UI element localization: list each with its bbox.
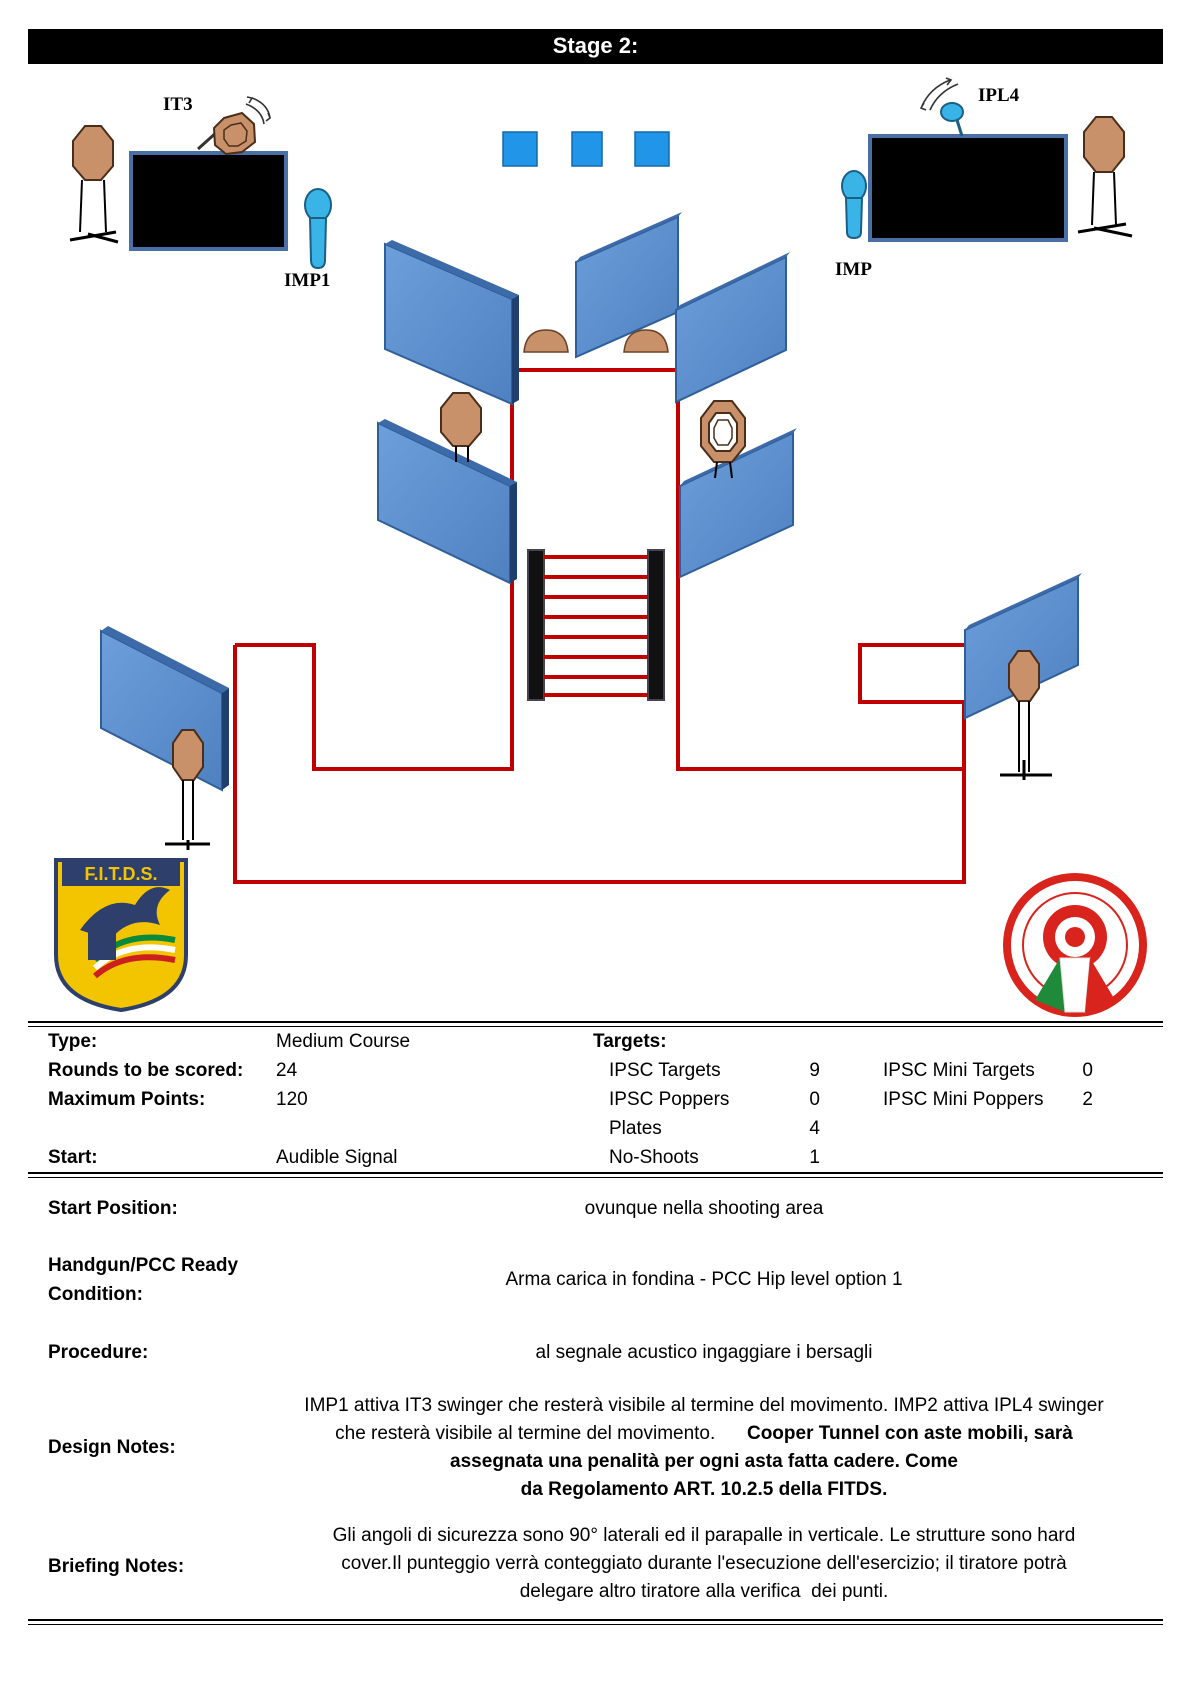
rounds-value: 24: [276, 1060, 298, 1081]
briefing-notes: Gli angoli di sicurezza sono 90° lateral…: [270, 1522, 1138, 1606]
ipl4-swinger-plate: [940, 102, 964, 122]
ipsc-targets-label: IPSC Targets: [609, 1060, 721, 1081]
label-imp1: IMP1: [284, 270, 330, 291]
mini-targets-value: 0: [1082, 1060, 1093, 1081]
label-it3: IT3: [163, 94, 193, 115]
design-line-3: assegnata una penalità per ogni asta fat…: [450, 1451, 958, 1472]
procedure-label: Procedure:: [48, 1342, 149, 1363]
design-line-2-plain: che resterà visibile al termine del movi…: [335, 1423, 716, 1444]
ipsc-targets: [69, 116, 1133, 850]
plates-value: 4: [809, 1118, 820, 1139]
ipsc-target-top-left: [69, 125, 119, 244]
no-shoot-target: [700, 400, 746, 479]
fault-line-outer: [233, 368, 966, 884]
stage-diagram: IT3 IMP1 IPL4 IMP F.I.T.D.S.: [54, 77, 1147, 1017]
ipsc-target-middle-left: [440, 392, 482, 462]
plate-3: [634, 131, 670, 167]
stage-title: Stage 2:: [552, 32, 639, 58]
bottom-rule-1: [28, 1619, 1163, 1621]
design-line-2-bold: Cooper Tunnel con aste mobili, sarà: [746, 1423, 1073, 1444]
tunnel-post-left: [527, 549, 545, 701]
swinger-box-right: [868, 77, 1068, 242]
imp1-mini-popper: [304, 188, 332, 270]
start-value: Audible Signal: [276, 1147, 398, 1168]
rounds-label: Rounds to be scored:: [48, 1060, 244, 1081]
ipsc-target-bottom-left: [165, 729, 210, 850]
ready-value: Arma carica in fondina - PCC Hip level o…: [505, 1269, 903, 1290]
briefing-line-3: delegare altro tiratore alla verifica de…: [519, 1581, 889, 1602]
fitds-logo: F.I.T.D.S.: [54, 858, 188, 1013]
design-label: Design Notes:: [48, 1437, 176, 1458]
label-ipl4: IPL4: [978, 85, 1020, 106]
type-label: Type:: [48, 1031, 98, 1052]
academy-logo: [1003, 873, 1147, 1017]
targets-label: Targets:: [593, 1031, 667, 1052]
design-line-2: che resterà visibile al termine del movi…: [270, 1420, 1138, 1448]
briefing-line-1: Gli angoli di sicurezza sono 90° lateral…: [332, 1525, 1076, 1546]
walls: [100, 212, 1082, 792]
info-mid-rule-2: [28, 1177, 1163, 1178]
briefing-label: Briefing Notes:: [48, 1556, 185, 1577]
fitds-logo-text: F.I.T.D.S.: [84, 864, 157, 884]
mini-poppers-value: 2: [1082, 1089, 1093, 1110]
info-top-rule-1: [28, 1021, 1163, 1023]
plate-1: [502, 131, 538, 167]
type-value: Medium Course: [276, 1031, 411, 1052]
wall-bottom-right: [964, 573, 1082, 720]
fault-line-right-box: [858, 643, 966, 769]
ready-label-2: Condition:: [48, 1284, 143, 1305]
start-position-label: Start Position:: [48, 1198, 178, 1219]
ipsc-poppers-value: 0: [809, 1089, 820, 1110]
plates: [502, 131, 670, 167]
ipsc-targets-value: 9: [809, 1060, 820, 1081]
ready-label-1: Handgun/PCC Ready: [48, 1255, 239, 1276]
tunnel-rods: [544, 555, 648, 697]
wall-upper-left: [384, 240, 519, 406]
wall-upper-right: [675, 252, 790, 404]
swing-arrow-icon-left: [245, 96, 271, 125]
title-underline: [28, 62, 1163, 64]
bottom-rule-2: [28, 1624, 1163, 1625]
wall-middle-left: [377, 419, 517, 585]
tunnel-post-right: [647, 549, 665, 701]
noshoots-label: No-Shoots: [609, 1147, 699, 1168]
cooper-tunnel: [527, 549, 665, 701]
procedure-value: al segnale acustico ingaggiare i bersagl…: [535, 1342, 873, 1363]
briefing-line-2: cover.Il punteggio verrà conteggiato dur…: [341, 1553, 1067, 1574]
wall-top-middle: [575, 212, 682, 359]
imp-mini-popper: [841, 170, 867, 240]
swinger-box-left: [129, 96, 288, 251]
info-top-rule-2: [28, 1026, 1163, 1027]
it3-swinger-target: [212, 111, 257, 156]
fault-lines: [233, 368, 966, 884]
mini-poppers: [523, 329, 669, 353]
plate-2: [571, 131, 603, 167]
ipsc-poppers-label: IPSC Poppers: [609, 1089, 730, 1110]
mini-popper-2: [623, 329, 669, 353]
wall-middle-right: [679, 428, 797, 579]
ipsc-target-top-right: [1077, 116, 1133, 238]
start-label: Start:: [48, 1147, 98, 1168]
ipsc-target-bottom-right: [1000, 650, 1052, 780]
noshoots-value: 1: [809, 1147, 820, 1168]
stage-title-bar: Stage 2:: [28, 29, 1163, 62]
plates-label: Plates: [609, 1118, 662, 1139]
mini-popper-1: [523, 329, 569, 353]
maxpoints-value: 120: [276, 1089, 308, 1110]
design-notes: IMP1 attiva IT3 swinger che resterà visi…: [270, 1392, 1138, 1504]
mini-poppers-label: IPSC Mini Poppers: [883, 1089, 1044, 1110]
design-line-4: da Regolamento ART. 10.2.5 della FITDS.: [520, 1479, 888, 1500]
swing-arrow-icon-right: [919, 77, 959, 111]
start-position-value: ovunque nella shooting area: [584, 1198, 824, 1219]
mini-targets-label: IPSC Mini Targets: [883, 1060, 1035, 1081]
wall-bottom-left: [100, 626, 229, 792]
info-mid-rule-1: [28, 1172, 1163, 1174]
design-line-1: IMP1 attiva IT3 swinger che resterà visi…: [304, 1395, 1104, 1416]
maxpoints-label: Maximum Points:: [48, 1089, 206, 1110]
label-imp: IMP: [835, 259, 872, 280]
